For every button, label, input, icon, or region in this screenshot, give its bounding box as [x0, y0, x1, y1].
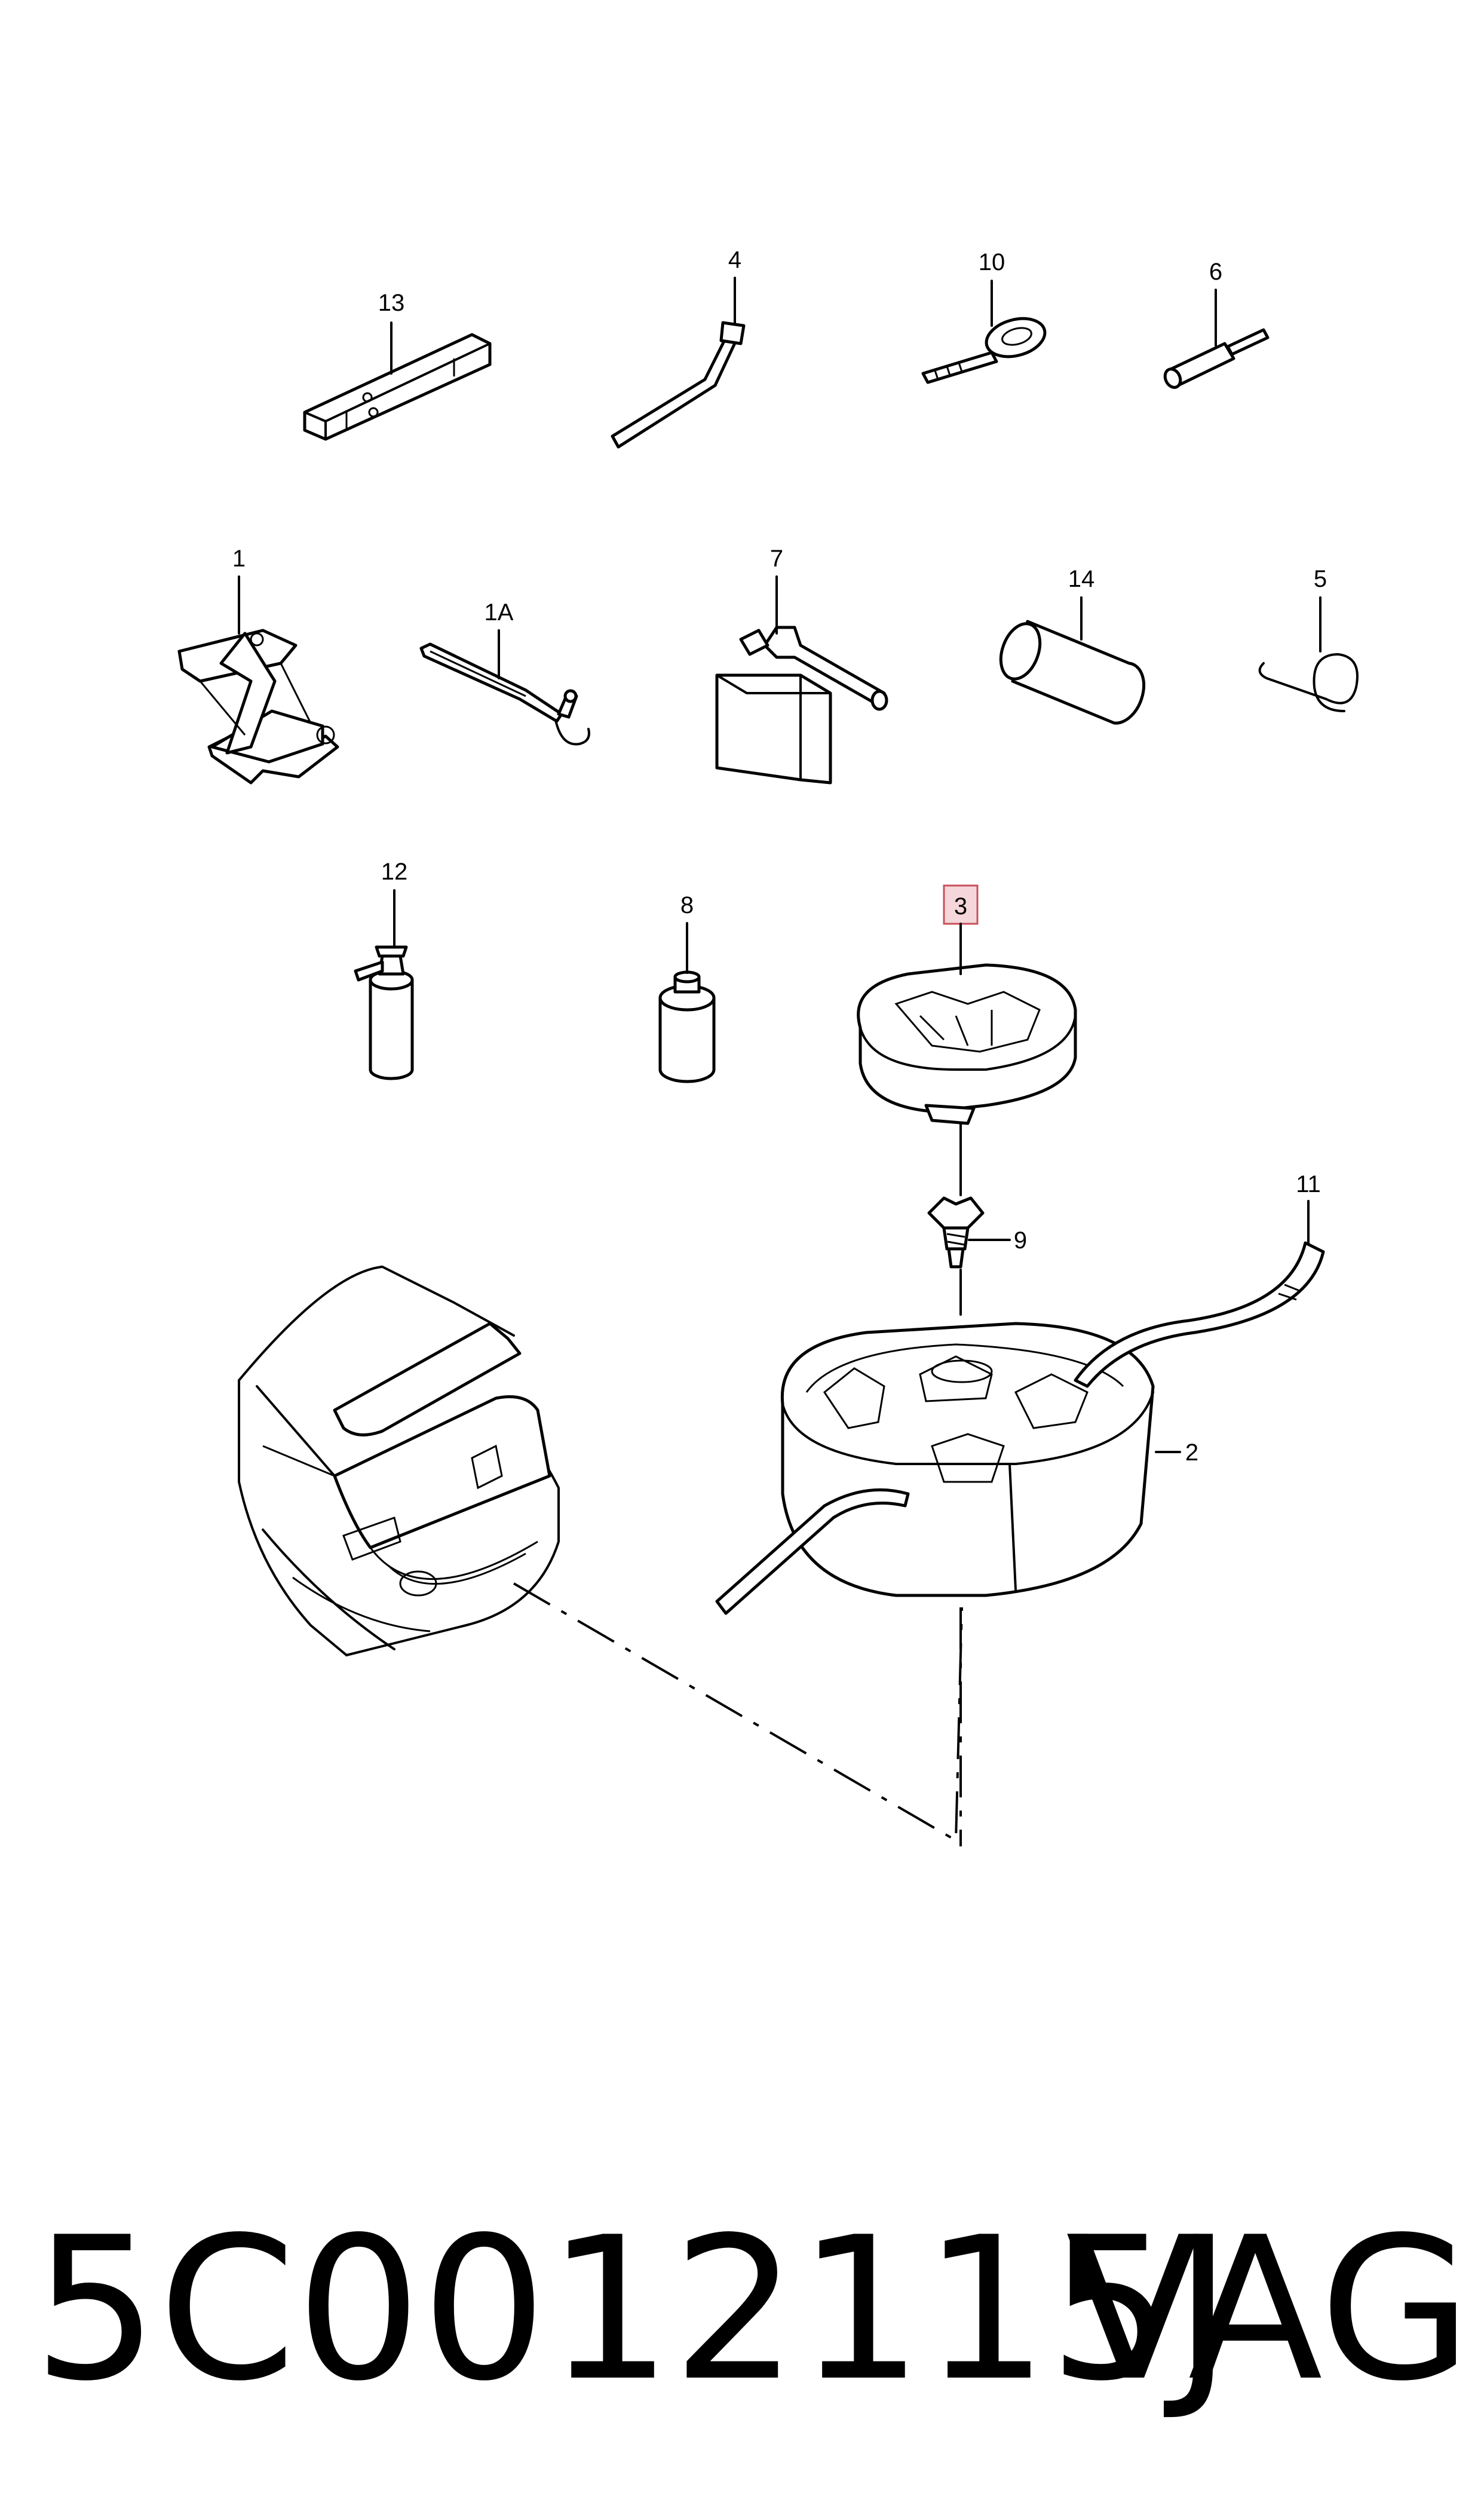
- callout-13: 13: [378, 290, 405, 316]
- part-14-cylinder: [999, 620, 1146, 725]
- callout-9: 9: [1014, 1227, 1027, 1254]
- part-13-tool-bar: [303, 333, 492, 441]
- callout-4: 4: [728, 247, 741, 273]
- callout-14: 14: [1068, 566, 1095, 592]
- part-4-wheel-brace: [611, 321, 746, 449]
- callout-5: 5: [1314, 566, 1327, 592]
- part-3-foam-insert: [857, 963, 1077, 1125]
- callout-1A: 1A: [485, 599, 514, 626]
- part-6-screwdriver: [1163, 328, 1270, 389]
- part-1-car-jack: [177, 629, 339, 785]
- part-1A-jack-crank: [419, 642, 590, 746]
- part-number-label: 5C0012115J: [33, 2195, 1232, 2424]
- callout-3[interactable]: 3: [954, 893, 967, 920]
- callout-2: 2: [1185, 1439, 1198, 1466]
- callout-10: 10: [979, 249, 1005, 275]
- locating-line: [513, 1582, 963, 1843]
- callout-6: 6: [1209, 259, 1222, 285]
- callout-12: 12: [381, 859, 408, 885]
- callout-1: 1: [232, 546, 246, 572]
- callout-8: 8: [680, 892, 694, 918]
- part-7-compressor: [715, 626, 888, 785]
- part-5-wire-clip: [1258, 653, 1359, 712]
- vehicle-rear-outline: [238, 1266, 560, 1656]
- brand-label: VAG: [1065, 2195, 1472, 2424]
- callout-11: 11: [1296, 1171, 1321, 1197]
- part-8-bottle: [658, 970, 716, 1083]
- part-2-spare-wheel-well: [780, 1322, 1155, 1597]
- callout-7: 7: [770, 546, 783, 572]
- part-10-towing-eye: [921, 317, 1047, 384]
- part-12-sealant-bottle: [354, 945, 414, 1080]
- part-11-strap: [715, 1241, 1325, 1615]
- part-9-wing-bolt: [927, 1196, 985, 1269]
- callout-3-highlight-box[interactable]: [943, 884, 979, 925]
